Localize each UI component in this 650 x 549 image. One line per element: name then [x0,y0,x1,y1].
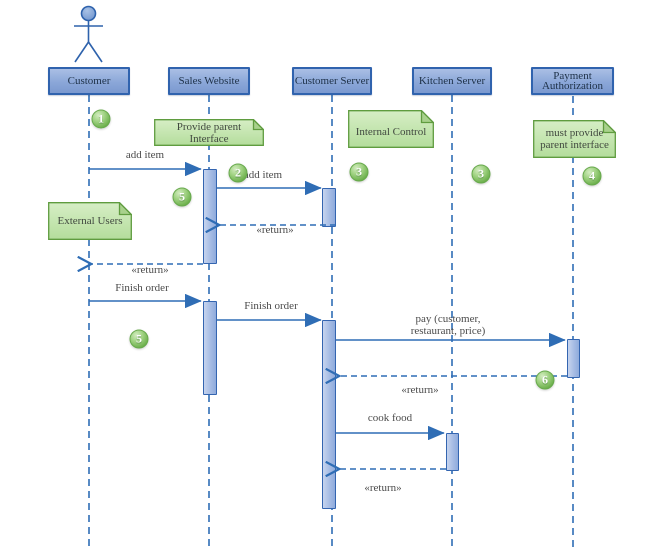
lifeline-label: Payment Authorization [541,69,604,92]
message-label-pay[interactable]: pay (customer, restaurant, price) [410,313,486,337]
activation-sales-website-1[interactable] [203,169,217,264]
note-text: Internal Control [355,126,427,138]
note-shape [48,202,132,240]
message-label-finish-order-2[interactable]: Finish order [244,300,298,312]
lifeline-head-customer-server[interactable]: Customer Server [292,67,372,95]
lifeline-head-sales-website[interactable]: Sales Website [168,67,250,95]
lifeline-head-payment-authorization[interactable]: Payment Authorization [531,67,614,95]
actor-figure[interactable] [74,5,103,63]
badge-3-customer-server[interactable]: 3 [349,162,369,182]
message-label-return-3[interactable]: «return» [401,384,439,396]
badge-5-lower[interactable]: 5 [129,329,149,349]
lifeline-label: Sales Website [178,74,240,87]
message-label-finish-order-1[interactable]: Finish order [115,282,169,294]
note-text: Provide parent Interface [176,120,242,145]
activation-customer-server-1[interactable] [322,188,336,227]
actor-leg-right [87,41,103,63]
badge-5-upper[interactable]: 5 [172,187,192,207]
activation-kitchen-server[interactable] [446,433,459,471]
activation-sales-website-2[interactable] [203,301,217,395]
badge-1[interactable]: 1 [91,109,111,129]
activation-payment-authorization[interactable] [567,339,580,378]
lifeline-label: Kitchen Server [418,74,486,87]
message-label-add-item-2[interactable]: add item [243,169,283,181]
lifeline-label: Customer Server [294,74,370,87]
note-provide-parent-interface[interactable]: Provide parent Interface [154,119,264,146]
lifeline-label: Customer [67,74,111,87]
badge-3-kitchen-server[interactable]: 3 [471,164,491,184]
actor-leg-left [74,41,90,63]
note-text: External Users [57,215,123,227]
note-must-provide-parent-interface[interactable]: must provide parent interface [533,120,616,158]
note-shape [533,120,616,158]
badge-2[interactable]: 2 [228,163,248,183]
message-label-return-4[interactable]: «return» [364,482,402,494]
lifeline-head-customer[interactable]: Customer [48,67,130,95]
note-internal-control[interactable]: Internal Control [348,110,434,148]
note-shape [348,110,434,148]
message-label-return-1[interactable]: «return» [256,224,294,236]
note-text: must provide parent interface [540,127,609,151]
message-label-add-item-1[interactable]: add item [125,149,165,161]
message-label-return-2[interactable]: «return» [131,264,169,276]
note-external-users[interactable]: External Users [48,202,132,240]
message-label-cook-food[interactable]: cook food [367,412,413,424]
note-shape [154,119,264,146]
badge-4[interactable]: 4 [582,166,602,186]
lifeline-head-kitchen-server[interactable]: Kitchen Server [412,67,492,95]
badge-6[interactable]: 6 [535,370,555,390]
